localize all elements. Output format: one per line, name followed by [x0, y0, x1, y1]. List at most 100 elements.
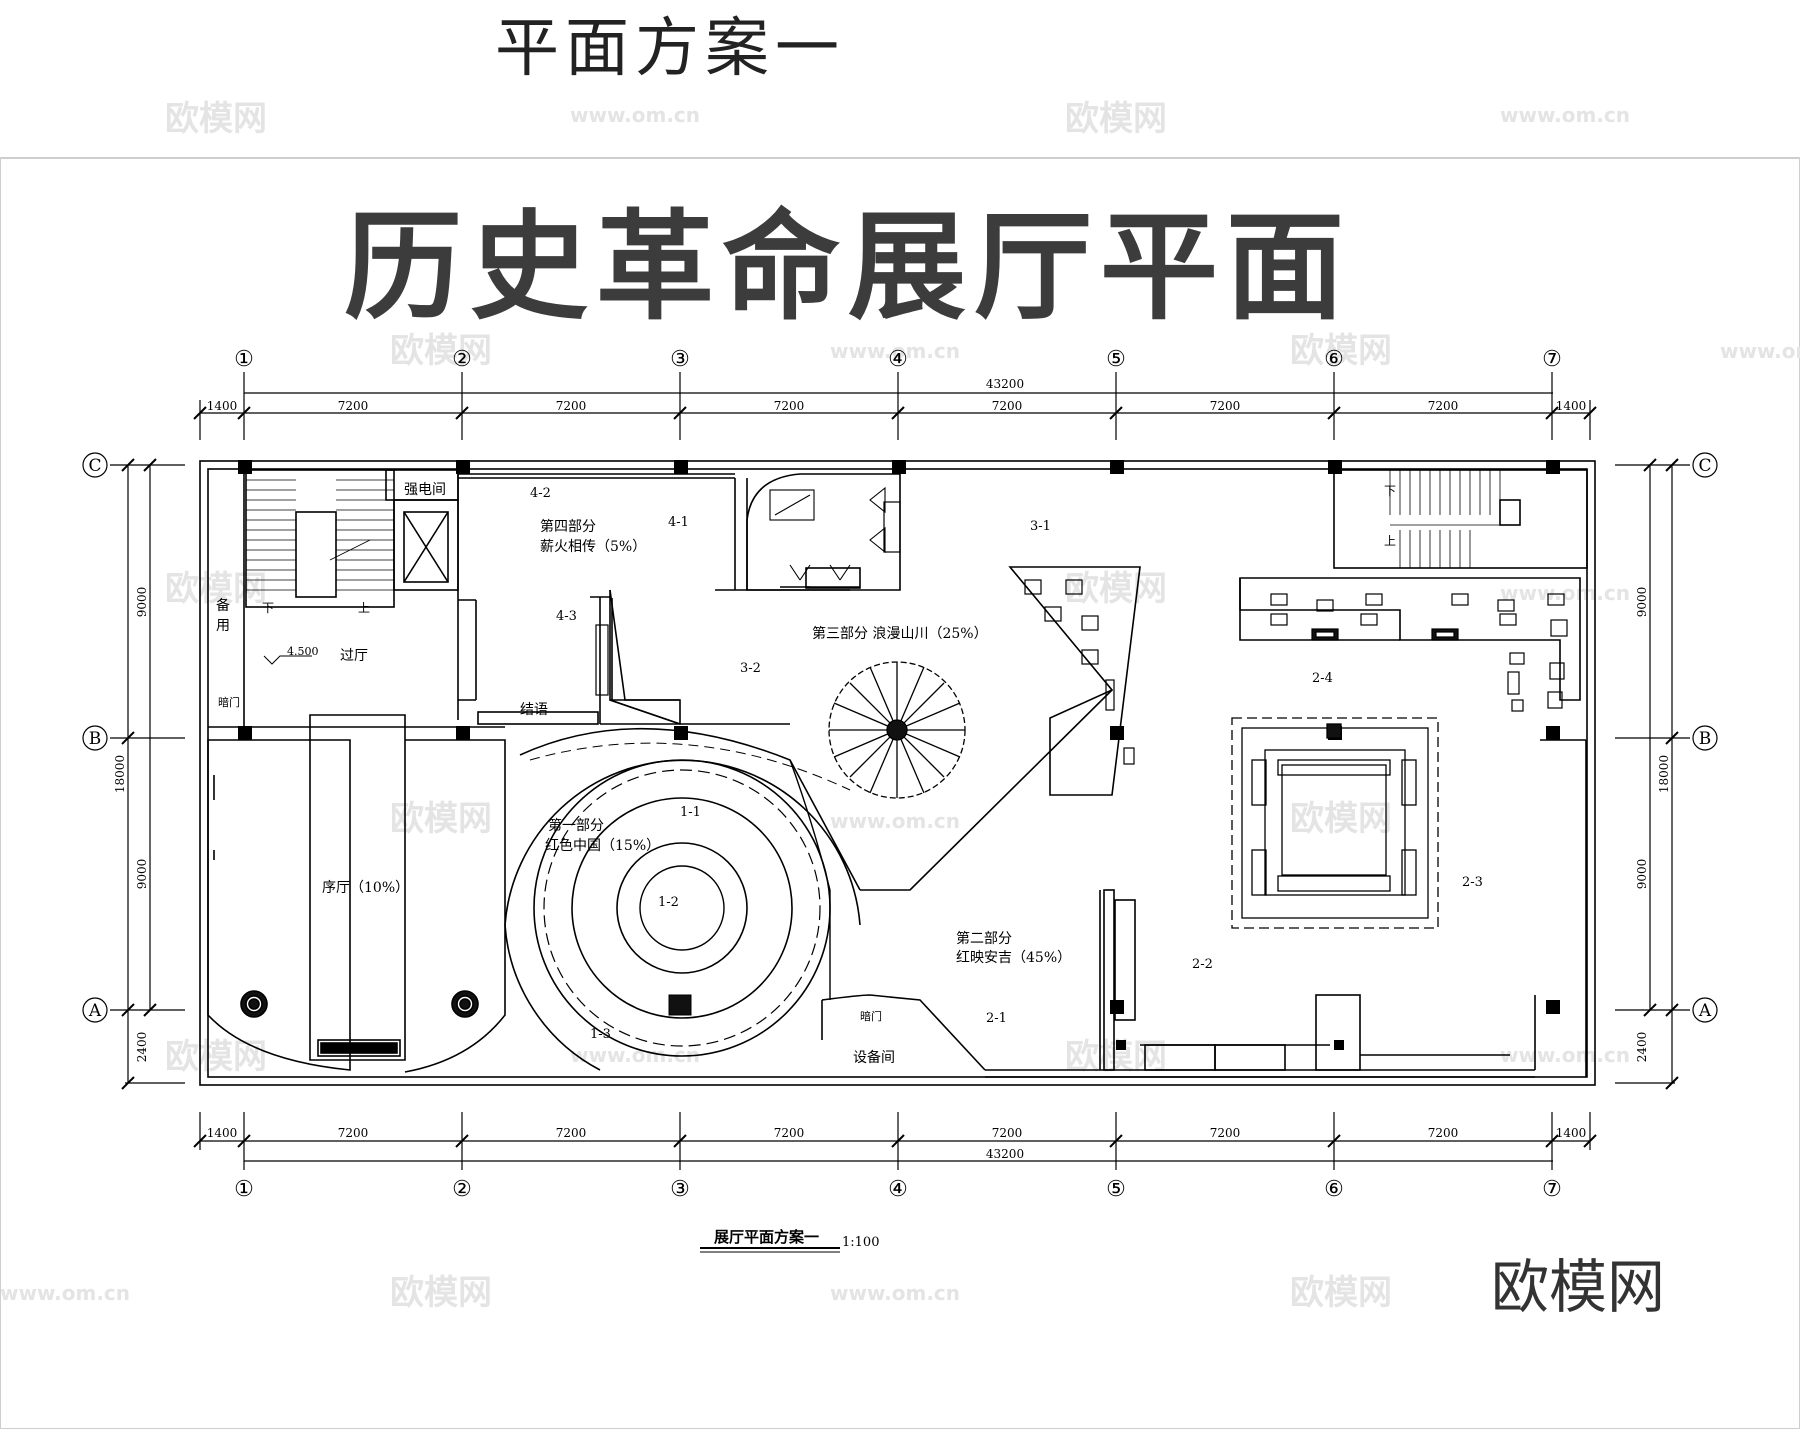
axis-bubble: B — [89, 729, 102, 749]
axis-bubble: ⑤ — [1106, 347, 1126, 372]
section-code: 1-3 — [590, 1027, 611, 1042]
stair-up-label: 上 — [358, 601, 370, 615]
part-four-display — [769, 486, 886, 581]
right-dimension-labels: 9000 9000 2400 18000 — [1635, 587, 1671, 1063]
dim-label: 7200 — [1428, 1126, 1459, 1140]
stair-down-label: 下 — [1384, 484, 1396, 498]
axis-bubble: ② — [452, 1177, 472, 1202]
dim-label: 7200 — [774, 399, 805, 413]
conclusion-label: 结语 — [520, 702, 548, 718]
elevation-marker — [263, 655, 312, 665]
hidden-door-label: 暗门 — [860, 1009, 882, 1023]
part-one-title: 第一部分 — [548, 817, 604, 834]
section-code: 3-1 — [1030, 519, 1051, 534]
watermark-url: www.om.cn — [1720, 339, 1800, 363]
axis-bubble: ④ — [888, 347, 908, 372]
dim-label: 7200 — [1210, 399, 1241, 413]
room-labels: 强电间 备 用 暗门 过厅 4.500 结语 序厅（10%） 暗门 设备间 — [216, 482, 895, 1066]
center-display-cases — [1231, 717, 1439, 929]
watermarks: 欧模网 www.om.cn 欧模网 www.om.cn 欧模网 www.om.c… — [0, 99, 1800, 1313]
drawing-scale: 1:100 — [842, 1235, 879, 1250]
axis-bubble: ⑦ — [1542, 1177, 1562, 1202]
bottom-axis-grid — [193, 1112, 1597, 1170]
radial-display — [828, 661, 966, 799]
watermark-url: www.om.cn — [0, 1281, 130, 1305]
watermark-url: www.om.cn — [1500, 581, 1630, 605]
section-code: 1-1 — [680, 805, 701, 820]
dim-label: 7200 — [338, 1126, 369, 1140]
dim-label: 1400 — [1556, 399, 1587, 413]
section-code: 3-2 — [740, 661, 761, 676]
dim-label: 1400 — [207, 1126, 238, 1140]
total-dim-label: 18000 — [113, 755, 127, 793]
watermark-text: 欧模网 — [165, 569, 267, 609]
axis-bubble: ③ — [670, 347, 690, 372]
watermark-url: www.om.cn — [570, 1043, 700, 1067]
total-dim-label: 43200 — [986, 1147, 1024, 1161]
section-code: 4-3 — [556, 609, 577, 624]
axis-bubble: ③ — [670, 1177, 690, 1202]
dim-label: 1400 — [1556, 1126, 1587, 1140]
brand-logo-text: 欧模网 — [1491, 1253, 1665, 1321]
watermark-url: www.om.cn — [1500, 1043, 1630, 1067]
watermark-text: 欧模网 — [1065, 569, 1167, 609]
main-title: 历史革命展厅平面 — [344, 198, 1352, 336]
watermark-text: 欧模网 — [1290, 1273, 1392, 1313]
drawing-frame — [0, 157, 1800, 1429]
dim-label: 7200 — [1428, 399, 1459, 413]
section-code: 4-1 — [668, 515, 689, 530]
spare-room-label: 备 — [216, 597, 230, 614]
dim-label: 9000 — [1635, 587, 1649, 618]
watermark-url: www.om.cn — [830, 339, 960, 363]
watermark-text: 欧模网 — [390, 1273, 492, 1313]
side-axis-grid — [110, 458, 1690, 1090]
drawing-name: 展厅平面方案一 — [714, 1228, 819, 1246]
row-bubbles: C B A C B A — [82, 452, 1718, 1023]
corridor-label: 过厅 — [340, 648, 368, 664]
section-code: 2-4 — [1312, 671, 1333, 686]
handwritten-title: 平面方案一 — [495, 12, 845, 86]
hidden-door-label: 暗门 — [218, 695, 240, 709]
top-dimension-labels: 1400 7200 7200 7200 7200 7200 7200 1400 … — [207, 377, 1587, 413]
dim-label: 7200 — [774, 1126, 805, 1140]
axis-bubble: B — [1699, 729, 1712, 749]
watermark-text: 欧模网 — [1290, 331, 1392, 371]
axis-bubble: A — [88, 1001, 102, 1021]
section-code: 4-2 — [530, 486, 551, 501]
axis-bubble: ① — [234, 347, 254, 372]
axis-bubble: ④ — [888, 1177, 908, 1202]
wall-display-boxes — [1270, 593, 1568, 712]
part-one-subtitle: 红色中国（15%） — [545, 837, 660, 854]
axis-bubble: ② — [452, 347, 472, 372]
prelude-hall — [207, 714, 506, 1073]
equipment-room-label: 设备间 — [853, 1049, 895, 1066]
stair-down-label: 下 — [262, 601, 274, 615]
section-code: 2-2 — [1192, 957, 1213, 972]
bottom-dimension-labels: 1400 7200 7200 7200 7200 7200 7200 1400 … — [207, 1126, 1587, 1161]
watermark-text: 欧模网 — [1065, 99, 1167, 139]
top-axis-grid — [193, 372, 1597, 440]
axis-bubble: ① — [234, 1177, 254, 1202]
watermark-text: 欧模网 — [165, 1037, 267, 1077]
prelude-hall-label: 序厅（10%） — [322, 880, 409, 896]
dim-label: 7200 — [1210, 1126, 1241, 1140]
dim-label: 9000 — [135, 859, 149, 890]
dim-label: 7200 — [992, 399, 1023, 413]
axis-bubble: C — [1698, 456, 1711, 476]
stair-labels: 下 上 下 上 — [262, 484, 1396, 615]
total-dim-label: 18000 — [1657, 755, 1671, 793]
spare-room-label: 用 — [216, 618, 230, 634]
watermark-text: 欧模网 — [1290, 799, 1392, 839]
left-dimension-labels: 9000 9000 2400 18000 — [113, 587, 149, 1063]
total-dim-label: 43200 — [986, 377, 1024, 391]
watermark-url: www.om.cn — [570, 103, 700, 127]
watermark-text: 欧模网 — [165, 99, 267, 139]
part-two-subtitle: 红映安吉（45%） — [956, 950, 1071, 966]
axis-bubble: ⑤ — [1106, 1177, 1126, 1202]
dim-label: 7200 — [338, 399, 369, 413]
dim-label: 7200 — [556, 399, 587, 413]
bottom-column-bubbles: ① ② ③ ④ ⑤ ⑥ ⑦ — [234, 1177, 1562, 1202]
stair-up-label: 上 — [1384, 534, 1396, 548]
watermark-text: 欧模网 — [390, 799, 492, 839]
watermark-url: www.om.cn — [830, 809, 960, 833]
